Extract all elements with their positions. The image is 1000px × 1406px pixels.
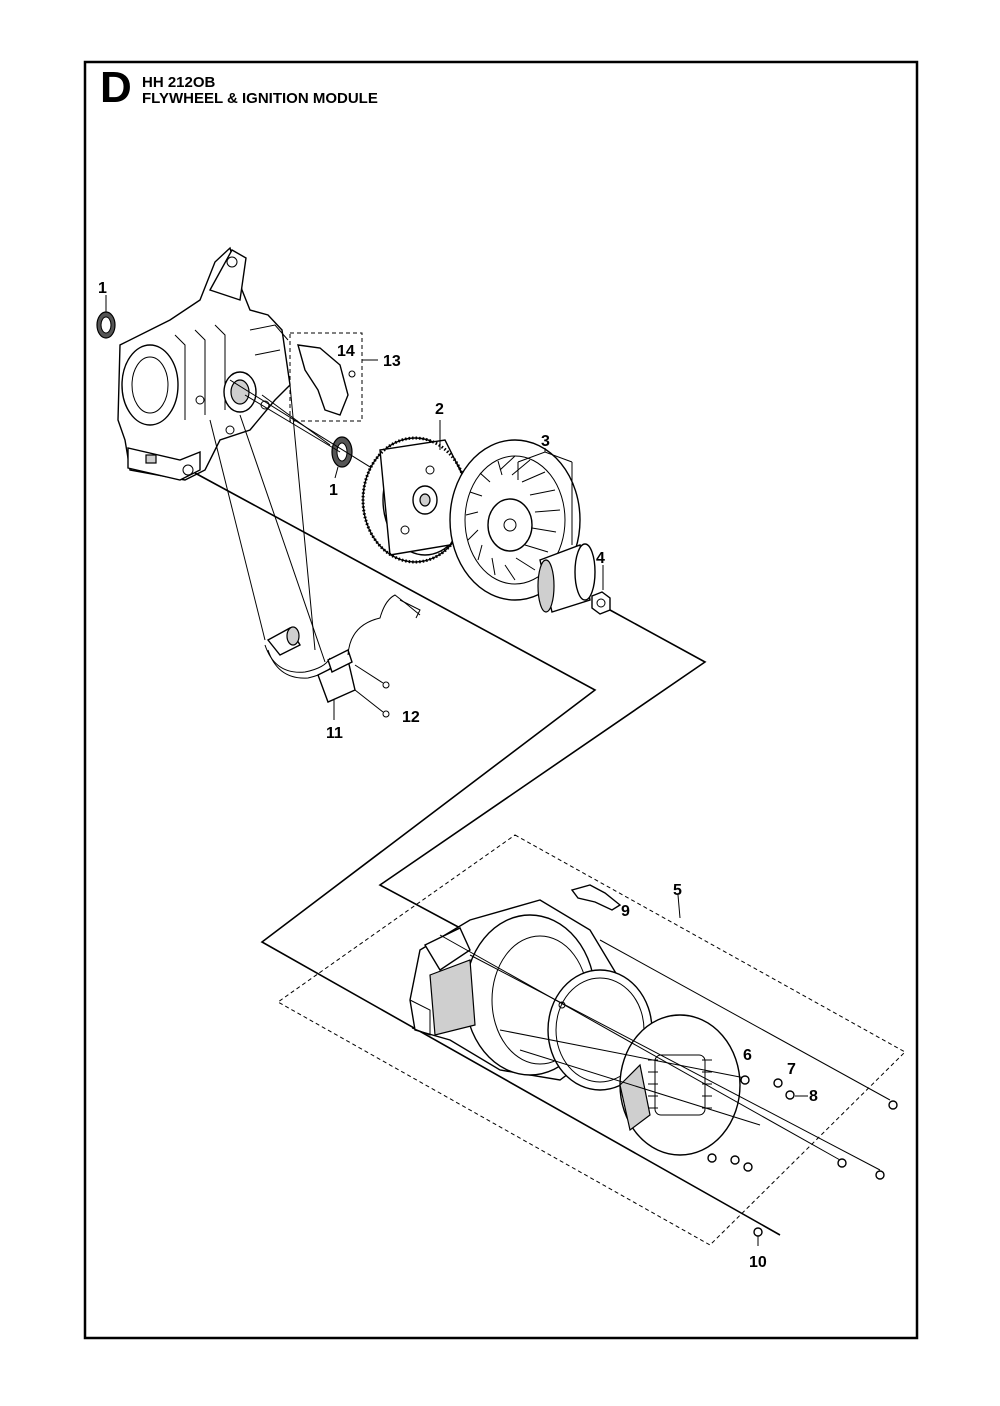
assembly-leader-b: [194, 472, 781, 1236]
callout-1b: 1: [329, 482, 338, 499]
callout-13: 13: [383, 353, 401, 370]
callout-9: 9: [621, 903, 630, 920]
screws: [707, 1075, 898, 1237]
callout-2: 2: [435, 401, 444, 418]
callout-10: 10: [749, 1254, 767, 1271]
callout-11: 11: [326, 725, 343, 742]
callout-14: 14: [337, 343, 355, 360]
section-letter: D: [100, 63, 132, 112]
starter-cup: [537, 543, 596, 613]
cover-group-box: [289, 332, 363, 422]
oil-seal-lower: [331, 436, 353, 479]
oil-seal-upper: [96, 295, 116, 339]
cover-plate: [297, 344, 349, 416]
ignition-module: [264, 594, 421, 720]
clip-part: [570, 884, 622, 911]
callout-1a: 1: [98, 280, 107, 297]
callout-7: 7: [787, 1061, 796, 1078]
callout-3: 3: [541, 433, 550, 450]
callout-12: 12: [402, 709, 420, 726]
crankcase-block: [117, 246, 291, 481]
callout-8: 8: [809, 1088, 818, 1105]
page-frame: [83, 60, 919, 1340]
callout-6: 6: [743, 1047, 752, 1064]
starter-cover: [619, 1014, 741, 1156]
callout-5: 5: [673, 882, 682, 899]
diagram-title: FLYWHEEL & IGNITION MODULE: [142, 90, 378, 107]
model-number: HH 212OB: [142, 74, 216, 91]
fan-housing-group-box: [277, 834, 906, 1246]
callout-4: 4: [596, 550, 605, 567]
